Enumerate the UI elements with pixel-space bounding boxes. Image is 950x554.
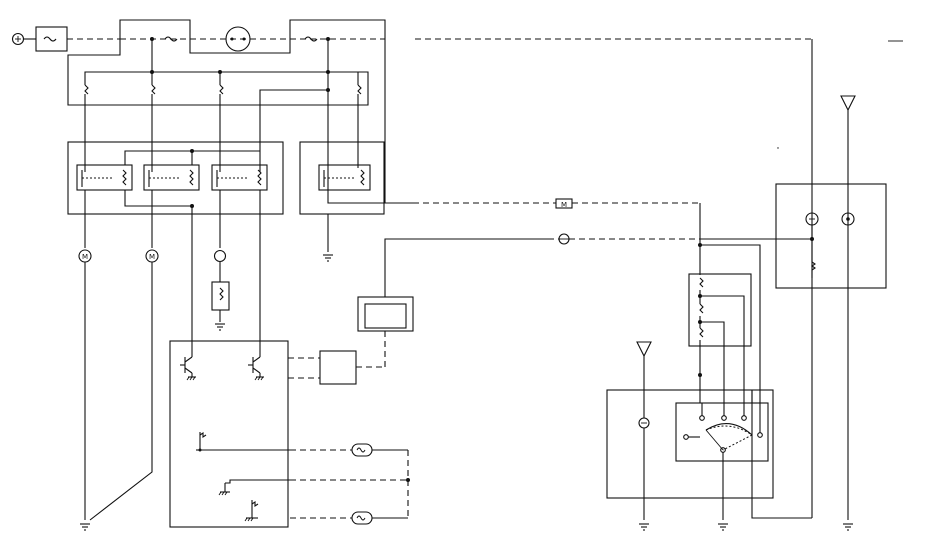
relay-icon bbox=[211, 164, 268, 191]
module-box bbox=[357, 296, 414, 332]
resistor-icon bbox=[699, 277, 704, 288]
transistor-icon bbox=[180, 350, 196, 381]
battery-terminal-icon bbox=[11, 32, 25, 46]
motor-icon: M bbox=[145, 249, 159, 263]
sensor-icon bbox=[244, 500, 259, 522]
gauge-icon bbox=[683, 415, 763, 453]
main-fuse-box bbox=[35, 26, 68, 52]
main-bus-wire bbox=[119, 19, 386, 203]
antenna-icon bbox=[840, 95, 856, 520]
switch-icon bbox=[357, 72, 362, 168]
horn-icon bbox=[213, 249, 227, 282]
resistor-icon bbox=[699, 303, 704, 314]
speaker-icon bbox=[558, 233, 570, 245]
switch-icon bbox=[811, 225, 816, 278]
radio-module bbox=[775, 183, 887, 289]
relay-icon bbox=[76, 164, 133, 191]
ground-icon bbox=[718, 523, 728, 531]
sender-module bbox=[688, 273, 752, 403]
motor-icon: M bbox=[555, 198, 573, 209]
ground-icon bbox=[218, 483, 230, 496]
bulb-icon bbox=[351, 511, 373, 525]
sensor-icon bbox=[196, 431, 207, 452]
switch-icon bbox=[219, 72, 224, 172]
gauge-cluster bbox=[606, 389, 774, 499]
svg-text:M: M bbox=[82, 253, 88, 261]
ground-icon bbox=[80, 523, 90, 531]
switch-icon bbox=[151, 72, 156, 172]
relay-icon bbox=[318, 164, 371, 191]
ground-icon bbox=[215, 323, 225, 331]
bulb-icon bbox=[351, 443, 373, 457]
ground-icon bbox=[843, 523, 853, 531]
switch-icon bbox=[84, 80, 89, 172]
fuse-icon bbox=[43, 36, 57, 42]
svg-text:M: M bbox=[561, 201, 567, 209]
antenna-icon bbox=[636, 341, 652, 418]
ground-icon bbox=[323, 254, 333, 262]
connector-box bbox=[319, 350, 357, 385]
motor-icon: M bbox=[78, 249, 92, 263]
ground-icon bbox=[639, 523, 649, 531]
coil-icon bbox=[211, 281, 230, 311]
relay-module bbox=[67, 141, 385, 215]
fuse-icon bbox=[164, 36, 178, 42]
svg-text:M: M bbox=[149, 253, 155, 261]
control-unit bbox=[169, 340, 290, 528]
lamp-icon bbox=[225, 26, 251, 52]
relay-icon bbox=[143, 164, 200, 191]
resistor-icon bbox=[699, 327, 704, 338]
fuse-icon bbox=[304, 36, 318, 42]
transistor-icon bbox=[248, 350, 264, 381]
